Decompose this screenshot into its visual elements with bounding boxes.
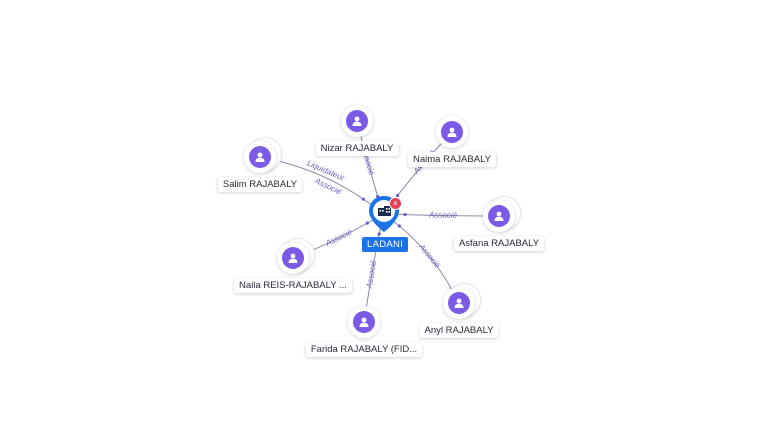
avatar[interactable] xyxy=(483,200,515,232)
avatar[interactable] xyxy=(244,141,276,173)
person-label[interactable]: Anyl RAJABALY xyxy=(419,323,499,338)
edge-label-naila-0: Associé xyxy=(323,227,354,248)
edge-label-asfana-0: Associé xyxy=(428,210,458,220)
building-icon xyxy=(378,206,391,216)
person-icon xyxy=(488,205,510,227)
edge-arrow-naima xyxy=(396,193,400,198)
edge-arrow-farida xyxy=(377,232,381,236)
avatar[interactable] xyxy=(341,105,373,137)
person-label[interactable]: Farida RAJABALY (FID... xyxy=(305,342,423,357)
person-icon xyxy=(441,121,463,143)
person-label[interactable]: Asfana RAJABALY xyxy=(453,236,545,251)
person-label[interactable]: Naila REIS-RAJABALY ... xyxy=(234,278,352,293)
avatar[interactable] xyxy=(348,306,380,338)
avatar[interactable] xyxy=(443,287,475,319)
person-icon xyxy=(448,292,470,314)
close-icon[interactable]: × xyxy=(389,197,402,210)
edge-arrow-anyl xyxy=(397,224,401,228)
edge-label-anyl-0: Associé xyxy=(417,242,443,271)
person-label[interactable]: Salim RAJABALY xyxy=(217,177,303,192)
edge-label-farida-0: Associé xyxy=(364,259,378,290)
person-icon xyxy=(282,247,304,269)
person-icon xyxy=(346,110,368,132)
avatar[interactable] xyxy=(436,116,468,148)
person-label[interactable]: Naima RAJABALY xyxy=(408,152,496,167)
edge-arrow-salim xyxy=(361,197,365,201)
edge-arrow-naila xyxy=(365,221,369,225)
avatar[interactable] xyxy=(277,242,309,274)
person-icon xyxy=(249,146,271,168)
person-icon xyxy=(353,311,375,333)
edge-arrow-asfana xyxy=(403,213,407,217)
company-label[interactable]: LADANI xyxy=(362,237,409,252)
person-label[interactable]: Nizar RAJABALY xyxy=(315,141,399,156)
